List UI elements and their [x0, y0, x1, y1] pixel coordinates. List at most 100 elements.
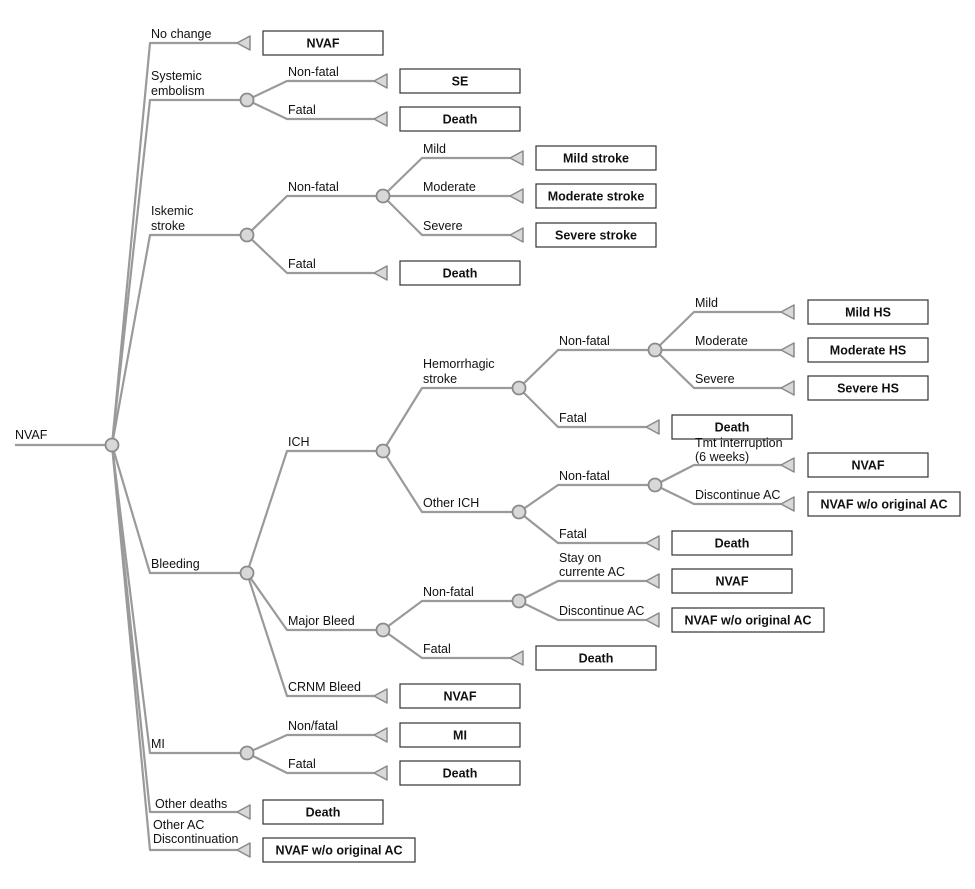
branch-stay-on-ac-line1: Stay on — [559, 551, 601, 565]
terminal-node — [236, 842, 251, 858]
outcome-mild-stroke: Mild stroke — [535, 145, 657, 171]
branch-bleeding: Bleeding — [151, 557, 200, 571]
branch-iskemic-stroke-line2: stroke — [151, 219, 185, 233]
outcome-label: Moderate stroke — [548, 190, 645, 204]
branch-systemic-embolism-line1: Systemic — [151, 69, 202, 83]
chance-node-iskemic-stroke — [239, 227, 255, 243]
outcome-label: Death — [443, 267, 478, 281]
terminal-node — [645, 573, 660, 589]
edge-is-severe: Severe — [423, 219, 463, 233]
terminal-node — [780, 342, 795, 358]
terminal-node — [780, 304, 795, 320]
branch-hemorrhagic-stroke-line2: stroke — [423, 372, 457, 386]
terminal-node — [236, 35, 251, 51]
branch-tmt-interruption-line1: Tmt interruption — [695, 436, 783, 450]
branch-hemorrhagic-stroke-line1: Hemorrhagic — [423, 357, 495, 371]
outcome-moderate-hs: Moderate HS — [807, 337, 929, 363]
outcome-mild-hs: Mild HS — [807, 299, 929, 325]
terminal-nodes — [236, 35, 795, 858]
branch-other-ac-line2: Discontinuation — [153, 832, 239, 846]
outcome-boxes: NVAF SE Death Mild stroke Moderate strok… — [262, 30, 961, 863]
outcome-death-major-bleed: Death — [535, 645, 657, 671]
chance-node-hs-nonfatal — [647, 342, 663, 358]
outcome-death-mi: Death — [399, 760, 521, 786]
outcome-label: Death — [715, 421, 750, 435]
chance-node-oich-nonfatal — [647, 477, 663, 493]
branch-other-ich: Other ICH — [423, 496, 479, 510]
chance-node-systemic-embolism — [239, 92, 255, 108]
outcome-death-other-ich: Death — [671, 530, 793, 556]
edge-hs-moderate: Moderate — [695, 334, 748, 348]
outcome-label: NVAF w/o original AC — [275, 844, 402, 858]
outcome-label: MI — [453, 729, 467, 743]
outcome-label: Severe HS — [837, 382, 899, 396]
root-label: NVAF — [15, 428, 48, 442]
terminal-node — [509, 150, 524, 166]
branch-tmt-interruption-line2: (6 weeks) — [695, 450, 749, 464]
outcome-mi: MI — [399, 722, 521, 748]
outcome-label: NVAF — [443, 690, 476, 704]
terminal-node — [780, 496, 795, 512]
terminal-node — [373, 727, 388, 743]
edge-hs-fatal: Fatal — [559, 411, 587, 425]
edge-mi-nonfatal: Non/fatal — [288, 719, 338, 733]
terminal-node — [645, 535, 660, 551]
chance-node-mi — [239, 745, 255, 761]
edge-se-nonfatal: Non-fatal — [288, 65, 339, 79]
chance-node-root — [104, 437, 120, 453]
edge-is-nonfatal: Non-fatal — [288, 180, 339, 194]
branch-labels: NVAF No change Systemic embolism Iskemic… — [15, 27, 783, 846]
outcome-label: Death — [443, 767, 478, 781]
branch-other-deaths: Other deaths — [155, 797, 227, 811]
edge-hs-severe: Severe — [695, 372, 735, 386]
edge-se-fatal: Fatal — [288, 103, 316, 117]
outcome-label: NVAF w/o original AC — [820, 498, 947, 512]
chance-node-bleeding — [239, 565, 255, 581]
terminal-node — [509, 650, 524, 666]
outcome-nvaf-crnm: NVAF — [399, 683, 521, 709]
outcome-nvaf-stay-on-ac: NVAF — [671, 568, 793, 594]
edge-mb-nonfatal: Non-fatal — [423, 585, 474, 599]
branch-mi: MI — [151, 737, 165, 751]
branch-no-change: No change — [151, 27, 212, 41]
outcome-death-is: Death — [399, 260, 521, 286]
chance-node-hemorrhagic-stroke — [511, 380, 527, 396]
terminal-node — [236, 804, 251, 820]
edge-mi-fatal: Fatal — [288, 757, 316, 771]
outcome-label: Death — [443, 113, 478, 127]
outcome-moderate-stroke: Moderate stroke — [535, 183, 657, 209]
chance-nodes — [104, 92, 663, 761]
outcome-label: SE — [452, 75, 469, 89]
outcome-death-se: Death — [399, 106, 521, 132]
terminal-node — [509, 227, 524, 243]
outcome-severe-hs: Severe HS — [807, 375, 929, 401]
tree-edges — [15, 41, 781, 852]
outcome-nvaf-tmt-interruption: NVAF — [807, 452, 929, 478]
terminal-node — [780, 457, 795, 473]
outcome-label: NVAF — [851, 459, 884, 473]
outcome-severe-stroke: Severe stroke — [535, 222, 657, 248]
edge-oich-fatal: Fatal — [559, 527, 587, 541]
outcome-label: Death — [579, 652, 614, 666]
edge-is-mild: Mild — [423, 142, 446, 156]
outcome-label: NVAF — [306, 37, 339, 51]
branch-major-bleed: Major Bleed — [288, 614, 355, 628]
outcome-death-other: Death — [262, 799, 384, 825]
outcome-label: NVAF — [715, 575, 748, 589]
chance-node-ich — [375, 443, 391, 459]
outcome-label: Mild HS — [845, 306, 891, 320]
branch-crnm-bleed: CRNM Bleed — [288, 680, 361, 694]
branch-stay-on-ac-line2: currente AC — [559, 565, 625, 579]
outcome-label: Mild stroke — [563, 152, 629, 166]
edge-hs-nonfatal: Non-fatal — [559, 334, 610, 348]
edge-is-moderate: Moderate — [423, 180, 476, 194]
terminal-node — [645, 612, 660, 628]
outcome-se: SE — [399, 68, 521, 94]
outcome-nvaf-wo-ac-major-bleed: NVAF w/o original AC — [671, 607, 825, 633]
terminal-node — [509, 188, 524, 204]
edge-oich-nonfatal: Non-fatal — [559, 469, 610, 483]
chance-node-is-nonfatal — [375, 188, 391, 204]
edge-oich-discontinue: Discontinue AC — [695, 488, 780, 502]
chance-node-major-bleed — [375, 622, 391, 638]
outcome-nvaf-wo-ac-other: NVAF w/o original AC — [262, 837, 416, 863]
